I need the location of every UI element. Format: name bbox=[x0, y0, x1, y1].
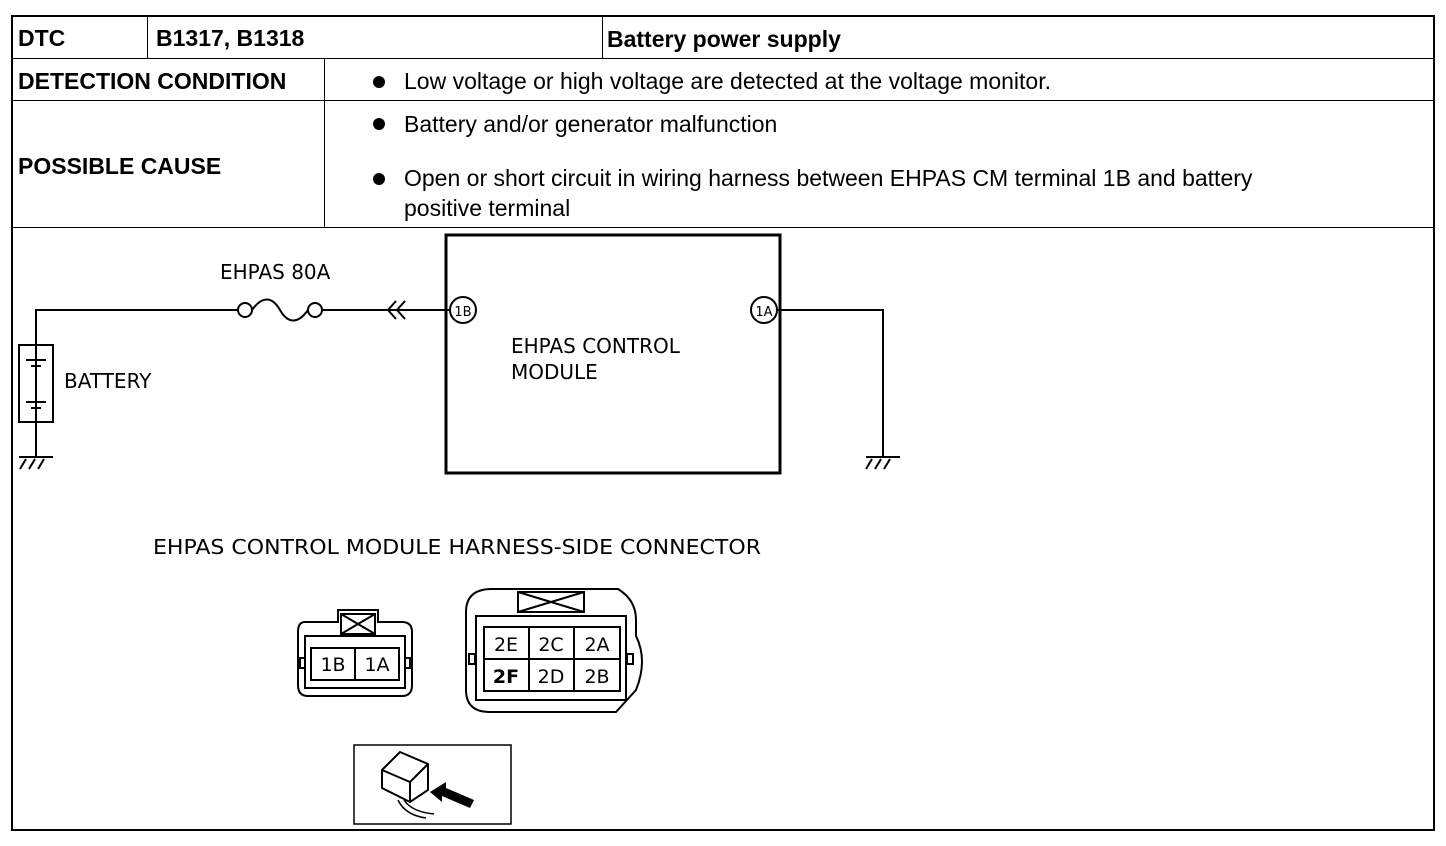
battery-wire bbox=[35, 309, 238, 422]
connector-title: EHPAS CONTROL MODULE HARNESS-SIDE CONNEC… bbox=[153, 535, 761, 559]
col-divider-dtc bbox=[147, 17, 148, 58]
connector-view-arrow-icon bbox=[430, 782, 474, 808]
battery-label: BATTERY bbox=[64, 369, 152, 393]
detection-bullet bbox=[373, 76, 385, 88]
cause-item-1: Battery and/or generator malfunction bbox=[404, 111, 778, 137]
col-divider-labels bbox=[324, 58, 325, 227]
row-divider-2 bbox=[13, 100, 1433, 101]
dtc-codes: B1317, B1318 bbox=[156, 25, 305, 51]
possible-cause-label: POSSIBLE CAUSE bbox=[18, 153, 222, 179]
connector-chevron-2 bbox=[395, 300, 406, 320]
module-label-line2: MODULE bbox=[511, 360, 598, 384]
control-module-box bbox=[444, 233, 782, 475]
pin-1b: 1B bbox=[320, 654, 345, 676]
connector-view-icon-box bbox=[353, 744, 512, 825]
col-divider-title bbox=[602, 17, 603, 58]
dtc-title: Battery power supply bbox=[607, 26, 841, 52]
fuse-right-terminal bbox=[307, 302, 323, 318]
ground-wire bbox=[777, 309, 884, 457]
fuse-label: EHPAS 80A bbox=[220, 260, 331, 284]
terminal-1a-label: 1A bbox=[755, 305, 772, 320]
pin-2a: 2A bbox=[584, 634, 609, 656]
module-label-line1: EHPAS CONTROL bbox=[511, 334, 681, 358]
document-frame: DTC B1317, B1318 Battery power supply DE… bbox=[11, 15, 1435, 831]
detection-condition-label: DETECTION CONDITION bbox=[18, 68, 287, 94]
dtc-label: DTC bbox=[18, 25, 66, 51]
terminal-1b-circle bbox=[449, 296, 477, 324]
fuse-element bbox=[251, 298, 309, 322]
fuse-left-terminal bbox=[237, 302, 253, 318]
cause-item-2-continued: positive terminal bbox=[404, 195, 571, 221]
pin-2c: 2C bbox=[538, 634, 563, 656]
terminal-1b-label: 1B bbox=[454, 305, 471, 320]
row-divider-1 bbox=[13, 58, 1433, 59]
detection-condition-text: Low voltage or high voltage are detected… bbox=[404, 68, 1051, 94]
row-divider-3 bbox=[13, 227, 1433, 228]
pin-2e: 2E bbox=[494, 634, 518, 656]
cause-bullet-1 bbox=[373, 118, 385, 130]
pin-2b: 2B bbox=[584, 666, 609, 688]
pin-1a: 1A bbox=[364, 654, 389, 676]
small-connector-body bbox=[297, 609, 413, 697]
cause-bullet-2 bbox=[373, 173, 385, 185]
pin-2d: 2D bbox=[538, 666, 565, 688]
pin-2f: 2F bbox=[493, 666, 519, 688]
connector-chevron-1 bbox=[386, 300, 397, 320]
cause-item-2: Open or short circuit in wiring harness … bbox=[404, 165, 1253, 191]
